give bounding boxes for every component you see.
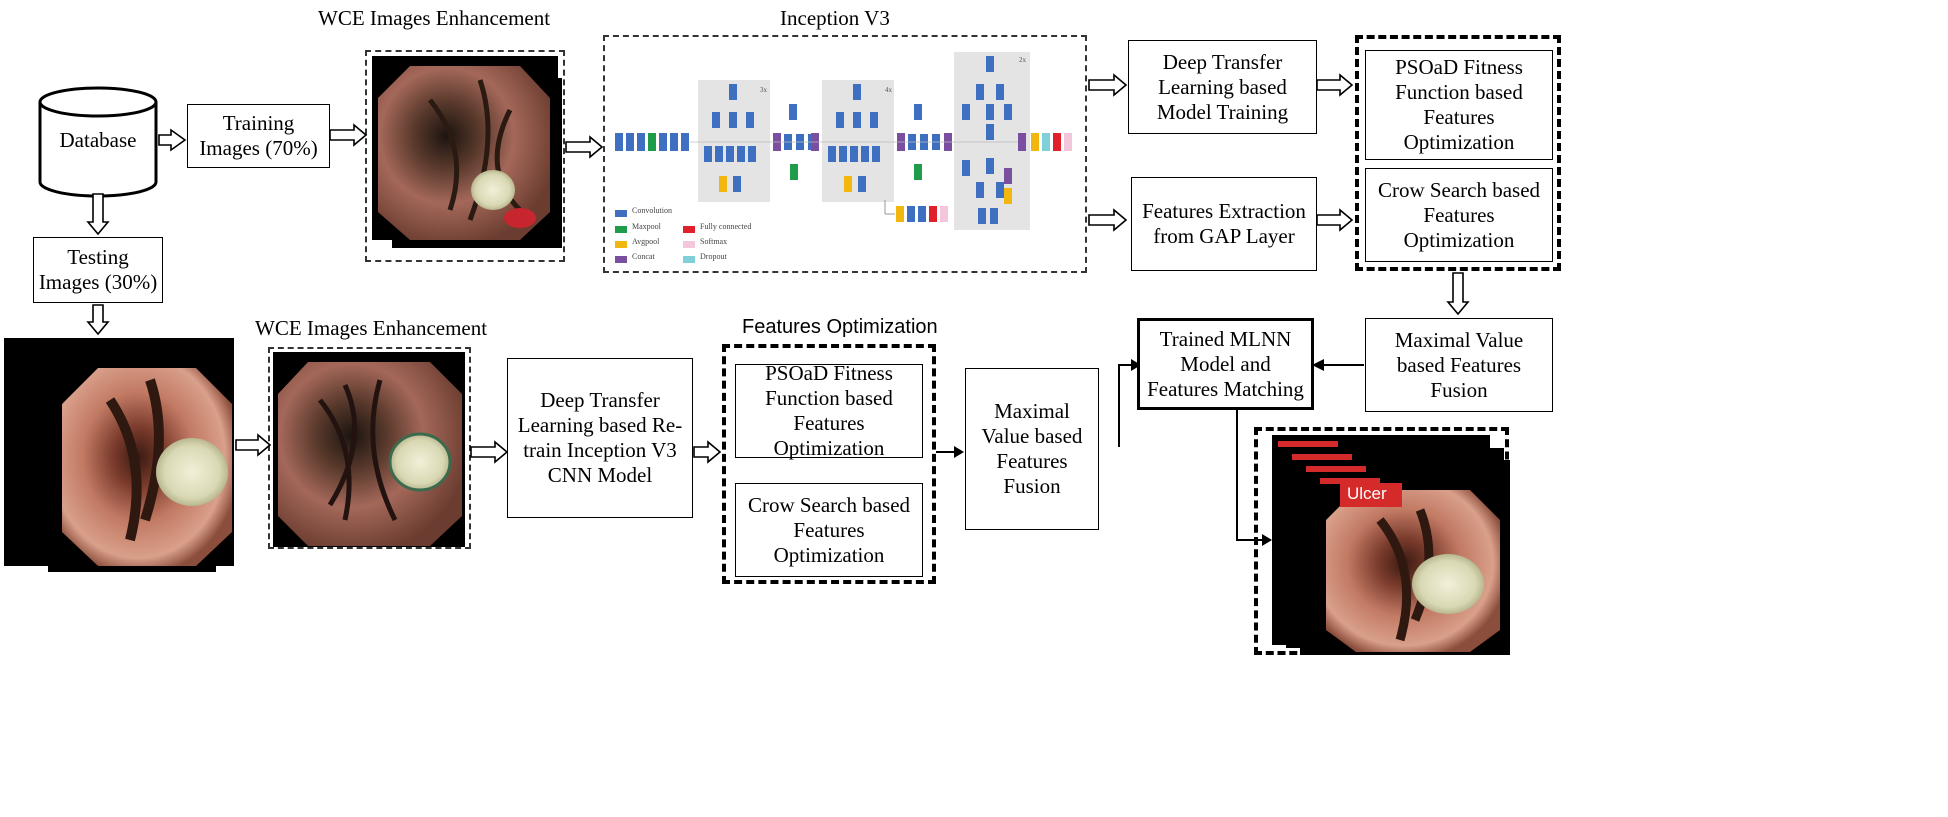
psoad-bottom-box: PSOaD Fitness Function based Features Op…	[735, 361, 923, 460]
database-label: Database	[59, 127, 137, 152]
result-image-stack	[1272, 435, 1510, 655]
psoad-top-box: PSOaD Fitness Function based Features Op…	[1365, 50, 1553, 160]
legend-fully-connected: Fully connected	[700, 222, 752, 231]
wce-top-container	[365, 50, 565, 262]
svg-text:3x: 3x	[760, 86, 768, 94]
arrow-heads	[954, 359, 1324, 546]
heading-wce-enhancement-top: WCE Images Enhancement	[318, 6, 551, 30]
maximal-right-box: Maximal Value based Features Fusion	[1365, 318, 1553, 412]
features-extraction-box: Features Extraction from GAP Layer	[1131, 177, 1317, 271]
database-icon	[38, 86, 158, 198]
legend-concat: Concat	[632, 252, 655, 261]
optimization-top-container	[1355, 35, 1561, 271]
legend-avgpool: Avgpool	[632, 237, 660, 246]
hollow-arrows	[86, 73, 1470, 464]
heading-features-optimization: Features Optimization	[742, 316, 938, 338]
wce-top-image-stack	[372, 56, 562, 248]
trained-mlnn-box: Trained MLNN Model and Features Matching	[1137, 318, 1314, 410]
testing-image-stack	[4, 338, 234, 572]
svg-text:2x: 2x	[1019, 56, 1027, 64]
deep-transfer-training-box: Deep Transfer Learning based Model Train…	[1128, 40, 1317, 134]
legend-softmax: Softmax	[700, 237, 728, 246]
maximal-mid-box: Maximal Value based Features Fusion	[965, 368, 1099, 530]
heading-inception-v3: Inception V3	[780, 6, 890, 30]
ulcer-label: Ulcer	[1347, 484, 1387, 503]
wce-bottom-container	[268, 347, 471, 549]
deep-transfer-retrain-box: Deep Transfer Learning based Re-train In…	[507, 358, 693, 518]
legend-maxpool: Maxpool	[632, 222, 661, 231]
legend-dropout: Dropout	[700, 252, 727, 261]
heading-wce-enhancement-bottom: WCE Images Enhancement	[255, 316, 488, 340]
optimization-bottom-container	[722, 344, 936, 584]
inception-architecture-graphic: 3x 4x 2x	[615, 52, 1072, 263]
svg-text:4x: 4x	[885, 86, 893, 94]
training-images-box: Training Images (70%)	[187, 104, 330, 168]
legend-convolution: Convolution	[632, 206, 673, 215]
testing-images-box: Testing Images (30%)	[33, 237, 163, 303]
inception-container	[603, 35, 1087, 273]
line-connectors	[936, 364, 1364, 541]
crow-top-box: Crow Search based Features Optimization	[1365, 168, 1553, 262]
crow-bottom-box: Crow Search based Features Optimization	[735, 483, 923, 577]
wce-bottom-image-stack	[273, 352, 465, 547]
